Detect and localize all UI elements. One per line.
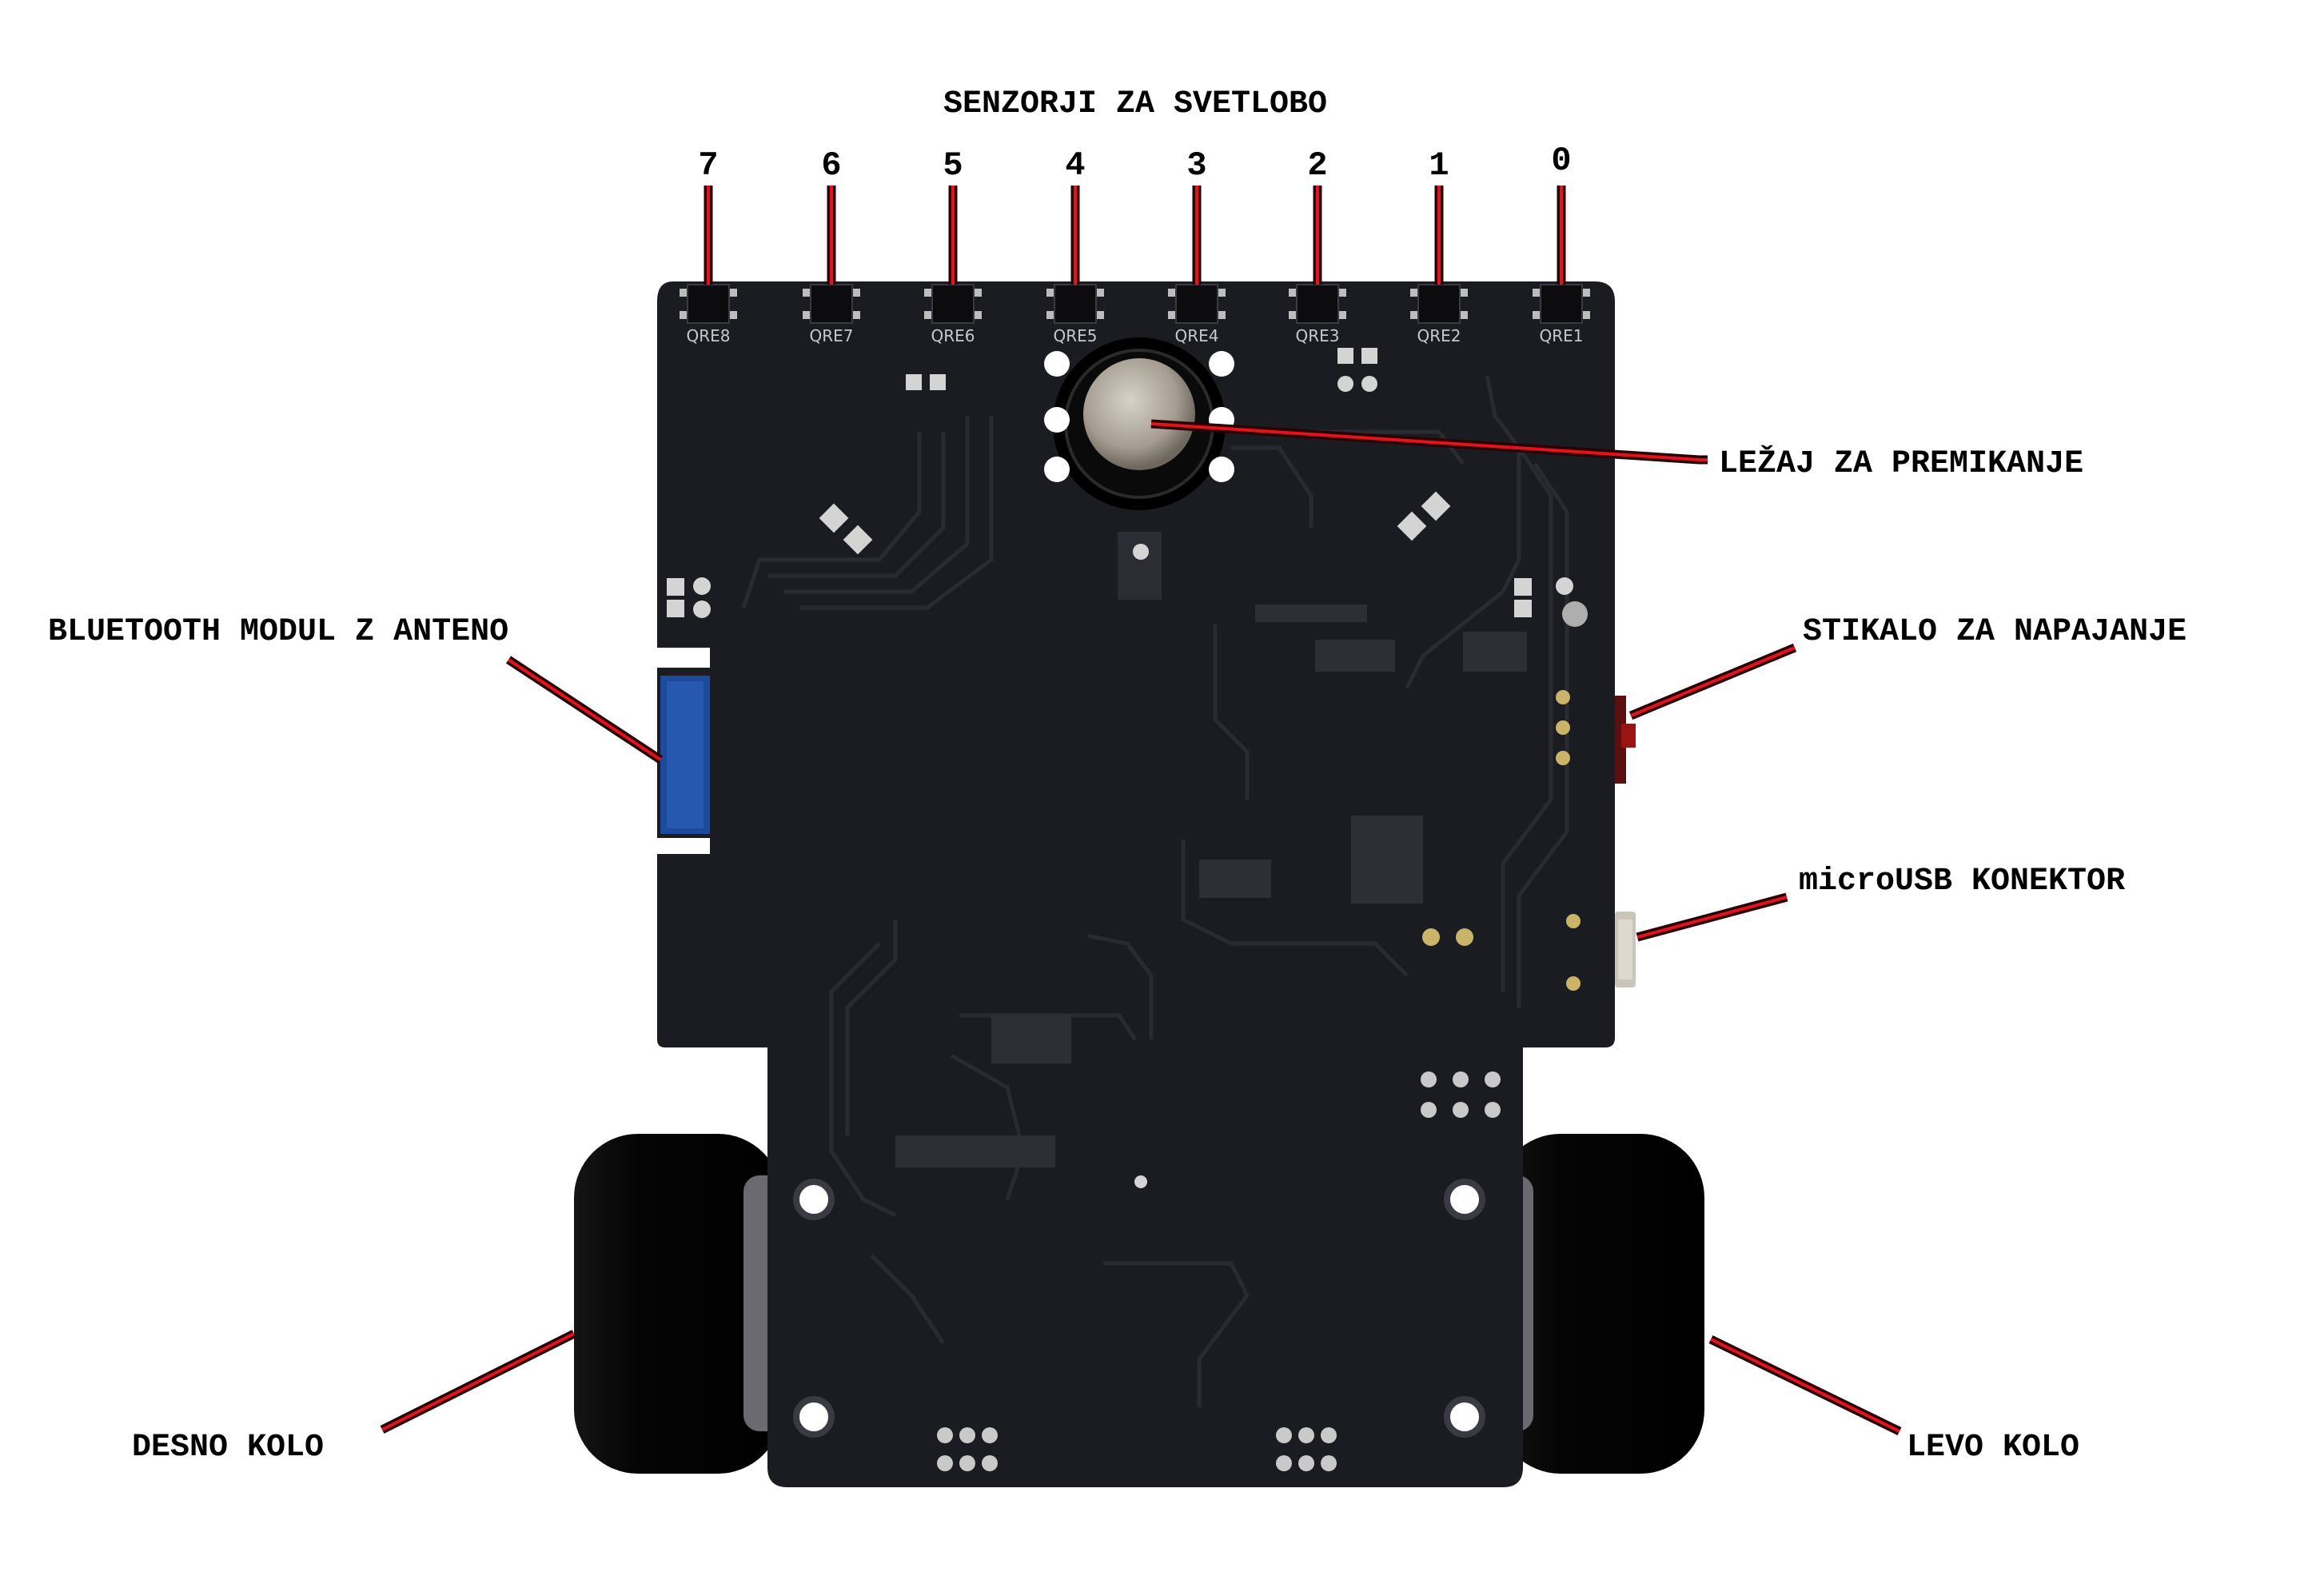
sensor-silkscreen-label: QRE1 [1540, 326, 1584, 345]
label-bearing: LEŽAJ ZA PREMIKANJE [1719, 445, 2083, 482]
sensor-number: 5 [943, 146, 963, 185]
sensor-silkscreen-label: QRE7 [810, 326, 854, 345]
left-wheel [1493, 1134, 1704, 1474]
right-wheel [574, 1134, 783, 1474]
sensor-silkscreen-label: QRE4 [1175, 326, 1219, 345]
sensor-silkscreen-label: QRE3 [1296, 326, 1340, 345]
mounting-holes [793, 1179, 1485, 1438]
sensor-silkscreen-label: QRE2 [1417, 326, 1461, 345]
light-sensor-7 [680, 284, 737, 324]
leader-usb [1636, 892, 1788, 942]
sensor-silkscreen-label: QRE8 [687, 326, 731, 345]
ball-caster [1044, 337, 1234, 510]
label-right-wheel: DESNO KOLO [132, 1430, 324, 1466]
pcb-traces [741, 375, 1569, 1407]
light-sensor-1 [1410, 284, 1468, 324]
light-sensor-0 [1533, 284, 1590, 324]
sensor-parts: QRE8 QRE7 QRE6 QRE5 QRE4 QRE3 QRE2 QRE1 [680, 284, 1590, 345]
light-sensor-3 [1168, 284, 1226, 324]
light-sensor-6 [803, 284, 860, 324]
sensor-number: 1 [1429, 146, 1449, 185]
sensor-number: 6 [821, 146, 841, 185]
label-left-wheel: LEVO KOLO [1907, 1430, 2079, 1466]
sensor-number: 0 [1551, 142, 1571, 180]
light-sensor-4 [1046, 284, 1104, 324]
pcb-pads [667, 348, 1588, 1188]
sensor-number: 7 [698, 146, 718, 185]
sensors-title: SENZORJI ZA SVETLOBO [943, 86, 1327, 122]
sensor-number: 3 [1186, 146, 1206, 185]
leader-bearing [1150, 419, 1708, 465]
sensor-number: 2 [1307, 146, 1327, 185]
bluetooth-module [660, 676, 710, 834]
leader-left-wheel [1708, 1335, 1902, 1435]
light-sensor-5 [924, 284, 982, 324]
sensor-silkscreen-label: QRE6 [931, 326, 975, 345]
leader-bluetooth [505, 656, 664, 764]
power-switch [1615, 696, 1636, 784]
connector-pads [937, 1071, 1501, 1471]
sensor-number: 4 [1065, 146, 1085, 185]
sensor-silkscreen-label: QRE5 [1054, 326, 1098, 345]
pcb-board [657, 281, 1615, 1487]
label-bluetooth: BLUETOOTH MODUL Z ANTENO [48, 614, 508, 650]
sensor-leaders [704, 186, 1566, 285]
label-usb: microUSB KONEKTOR [1799, 864, 2125, 900]
sensor-numbers: 7 6 5 4 3 2 1 0 [698, 142, 1571, 185]
microusb-connector [1615, 912, 1636, 988]
leader-right-wheel [380, 1330, 576, 1434]
leader-power-switch [1628, 643, 1797, 720]
label-power-switch: STIKALO ZA NAPAJANJE [1803, 614, 2186, 650]
light-sensor-2 [1289, 284, 1346, 324]
